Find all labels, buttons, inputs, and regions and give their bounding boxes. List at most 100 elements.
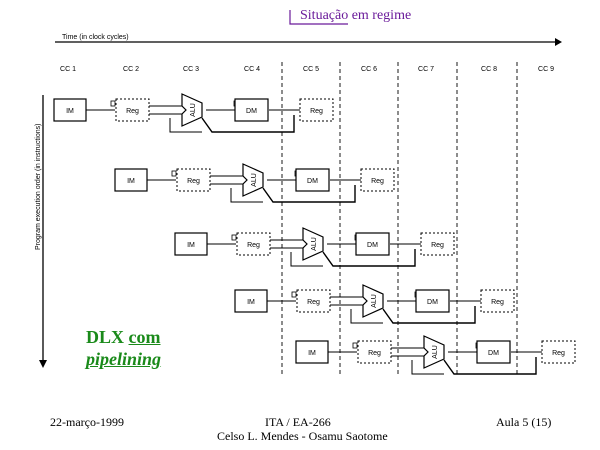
clock-cycle-labels: CC 1 CC 2 CC 3 CC 4 CC 5 CC 6 CC 7 CC 8 CC 9	[60, 66, 554, 73]
im-box-label: IM	[66, 108, 74, 115]
reg-write-box-label: Reg	[552, 350, 565, 357]
alu-label: ALU	[432, 345, 439, 359]
alu-shape	[362, 284, 384, 318]
dm-box	[415, 289, 450, 313]
cc-label: CC 9	[538, 66, 554, 73]
regime-label: Situação em regime	[300, 8, 411, 23]
reg-read-box-label: Reg	[368, 350, 381, 357]
im-box-label: IM	[187, 242, 195, 249]
wire-bus	[330, 296, 363, 306]
dm-box-label: DM	[488, 350, 499, 357]
dm-box-label: DM	[427, 299, 438, 306]
title-dlx: DLX	[86, 327, 125, 347]
alu-shape	[181, 93, 203, 127]
reg-read-box-label: Reg	[187, 178, 200, 185]
cc-label: CC 1	[60, 66, 76, 73]
wire	[382, 306, 476, 324]
reg-write-box-label: Reg	[431, 242, 444, 249]
dm-box	[295, 168, 330, 192]
regime-bracket	[289, 10, 348, 25]
footer-date: 22-março-1999	[50, 415, 124, 429]
reg-write-box-label: Reg	[371, 178, 384, 185]
wire	[201, 115, 295, 133]
wire-bus	[391, 347, 424, 357]
cc-label: CC 8	[481, 66, 497, 73]
dm-box-label: DM	[307, 178, 318, 185]
reg-read-box	[357, 340, 392, 364]
title-pipelining: pipelining	[86, 349, 162, 369]
cc-label: CC 7	[418, 66, 434, 73]
alu-label: ALU	[311, 237, 318, 251]
cc-label: CC 5	[303, 66, 319, 73]
latch	[352, 342, 358, 349]
reg-read-box	[176, 168, 211, 192]
program-axis-label: Program execution order (in instructions…	[35, 124, 42, 250]
wire	[350, 309, 383, 324]
cc-label: CC 6	[361, 66, 377, 73]
alu-label: ALU	[371, 294, 378, 308]
reg-write-box	[480, 289, 515, 313]
alu-shape	[423, 335, 445, 369]
latch	[231, 234, 237, 241]
dm-box	[234, 98, 269, 122]
footer-page: Aula 5 (15)	[496, 415, 552, 429]
dm-box-label: DM	[367, 242, 378, 249]
wire	[169, 118, 202, 133]
reg-read-box-label: Reg	[247, 242, 260, 249]
reg-write-box-label: Reg	[491, 299, 504, 306]
reg-read-box	[236, 232, 271, 256]
cc-label: CC 3	[183, 66, 199, 73]
dm-box	[355, 232, 390, 256]
alu-label: ALU	[190, 103, 197, 117]
program-axis-arrow-icon	[39, 360, 47, 368]
im-box	[234, 289, 268, 313]
instruction-row: IM Reg ALU DM Reg	[114, 163, 395, 203]
footer-authors: Celso L. Mendes - Osamu Saotome	[217, 429, 388, 443]
title-com: com	[128, 327, 161, 347]
slide-title: DLX com pipelining	[86, 326, 206, 370]
wire-bus	[210, 175, 243, 185]
time-axis-label: Time (in clock cycles)	[62, 34, 129, 41]
dm-box-label: DM	[246, 108, 257, 115]
im-box	[174, 232, 208, 256]
reg-read-box-label: Reg	[307, 299, 320, 306]
reg-read-box	[115, 98, 150, 122]
reg-read-box-label: Reg	[126, 108, 139, 115]
dm-box	[476, 340, 511, 364]
instruction-row: IM Reg ALU DM Reg	[174, 227, 455, 267]
footer-course: ITA / EA-266	[265, 415, 331, 429]
im-box-label: IM	[247, 299, 255, 306]
cc-label: CC 4	[244, 66, 260, 73]
alu-label: ALU	[251, 173, 258, 187]
instruction-row: IM Reg ALU DM Reg	[234, 284, 515, 324]
instruction-row: IM Reg ALU DM Reg	[53, 93, 334, 133]
latch	[110, 100, 116, 107]
reg-write-box	[420, 232, 455, 256]
im-box-label: IM	[308, 350, 316, 357]
wire	[262, 185, 356, 203]
wire	[443, 357, 537, 375]
im-box	[114, 168, 148, 192]
reg-read-box	[296, 289, 331, 313]
reg-write-box	[541, 340, 576, 364]
cc-label: CC 2	[123, 66, 139, 73]
im-box	[53, 98, 87, 122]
im-box-label: IM	[127, 178, 135, 185]
reg-write-box-label: Reg	[310, 108, 323, 115]
wire	[230, 188, 263, 203]
time-axis-arrow-icon	[555, 38, 562, 46]
reg-write-box	[299, 98, 334, 122]
wire-bus	[270, 239, 303, 249]
alu-shape	[302, 227, 324, 261]
reg-write-box	[360, 168, 395, 192]
wire	[322, 249, 416, 267]
wire	[290, 252, 323, 267]
latch	[291, 291, 297, 298]
latch	[171, 170, 177, 177]
alu-shape	[242, 163, 264, 197]
im-box	[295, 340, 329, 364]
wire-bus	[149, 105, 182, 115]
instruction-row: IM Reg ALU DM Reg	[295, 335, 576, 375]
